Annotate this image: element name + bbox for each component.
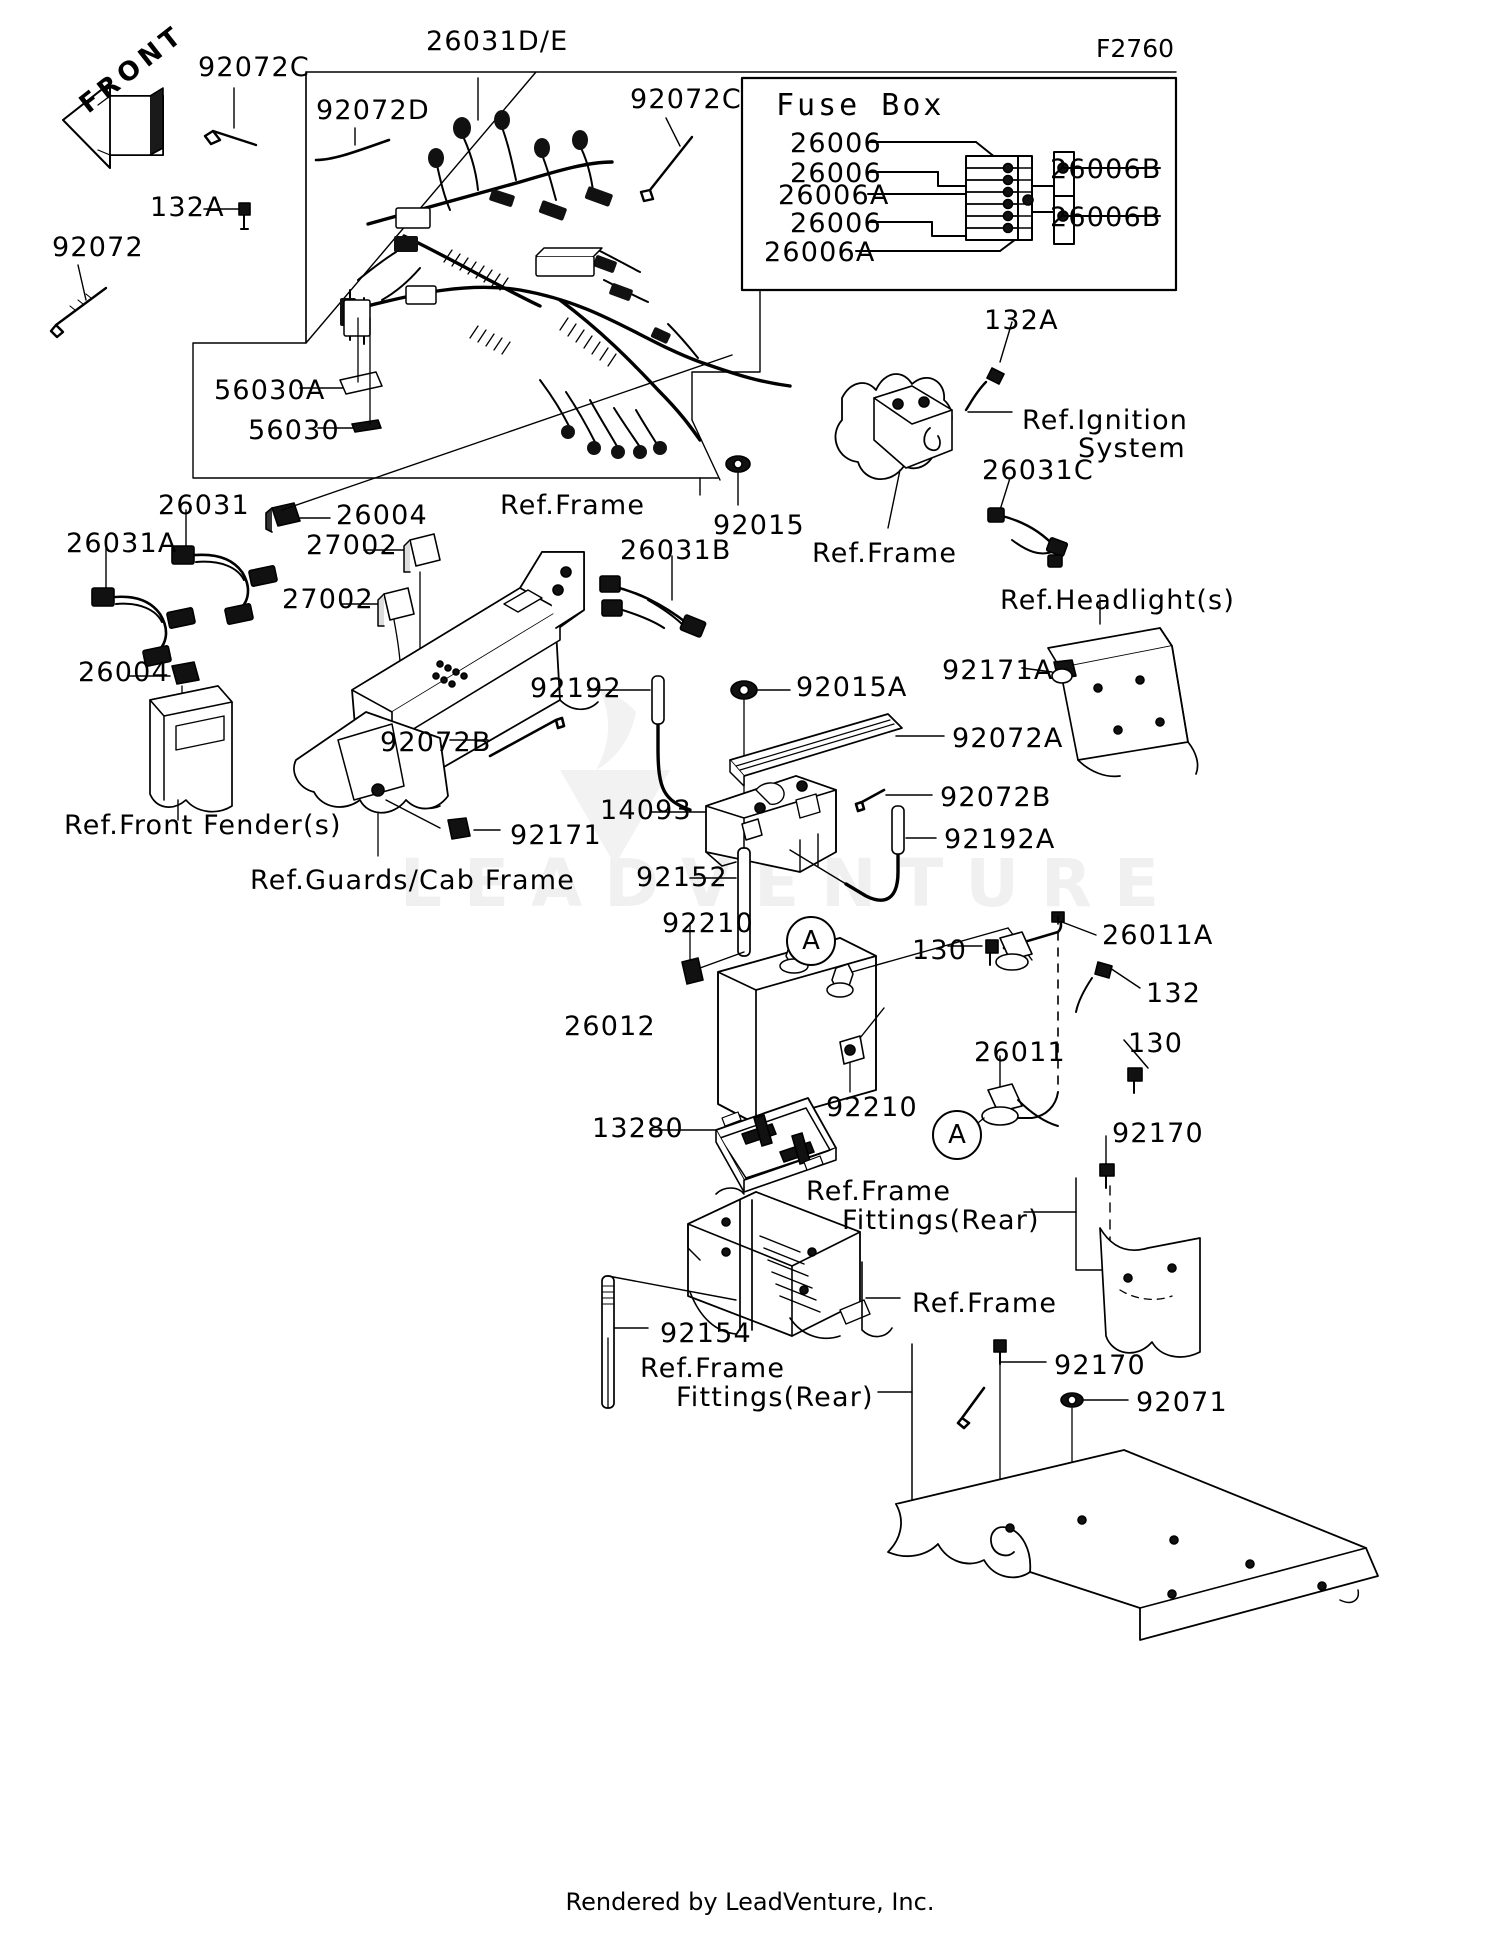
fuse-label-26006a-1: 26006A (778, 180, 890, 211)
part-label-56030a: 56030A (214, 375, 326, 406)
part-label-92072d: 92072D (316, 95, 430, 126)
part-label-92152: 92152 (636, 862, 728, 893)
part-label-92072c: 92072C (198, 52, 310, 83)
part-label-26004: 26004 (336, 500, 428, 531)
part-label-27002: 27002 (306, 530, 398, 561)
part-label-26031: 26031 (158, 490, 250, 521)
part-label-26031b: 26031B (620, 535, 732, 566)
part-label-26031c: 26031C (982, 455, 1094, 486)
part-label-ref-ignition: Ref.Ignition (1022, 405, 1189, 436)
part-label-92072: 92072 (52, 232, 144, 263)
part-label-26004: 26004 (78, 657, 170, 688)
part-label-fittings-rear: Fittings(Rear) (676, 1382, 874, 1413)
part-label-ref-frame: Ref.Frame (912, 1288, 1058, 1319)
part-label-ref-guards-cab-frame: Ref.Guards/Cab Frame (250, 865, 576, 896)
part-label-ref-frame: Ref.Frame (812, 538, 958, 569)
part-label-92072a: 92072A (952, 723, 1064, 754)
part-label-92192a: 92192A (944, 824, 1056, 855)
part-label-fittings-rear: Fittings(Rear) (842, 1205, 1040, 1236)
part-label-ref-headlight-s: Ref.Headlight(s) (1000, 585, 1236, 616)
front-arrow-label: FRONT (74, 19, 191, 120)
fuse-label-26006-2: 26006 (790, 158, 882, 189)
part-label-92171: 92171 (510, 820, 602, 851)
part-label-ref-frame: Ref.Frame (640, 1353, 786, 1384)
part-label-ref-frame: Ref.Frame (806, 1176, 952, 1207)
part-label-ref-front-fender-s: Ref.Front Fender(s) (64, 810, 342, 841)
fuse-box-title: Fuse Box (776, 88, 945, 123)
fuse-label-26006b-1: 26006B (1050, 154, 1162, 185)
part-label-14093: 14093 (600, 795, 692, 826)
part-label-92154: 92154 (660, 1318, 752, 1349)
part-label-92171a: 92171A (942, 655, 1054, 686)
part-label-13280: 13280 (592, 1113, 684, 1144)
fuse-label-26006-3: 26006 (790, 208, 882, 239)
diagram-code: F2760 (1096, 34, 1175, 63)
part-label-92072c: 92072C (630, 84, 742, 115)
part-label-92210: 92210 (662, 908, 754, 939)
part-label-92072b: 92072B (380, 727, 492, 758)
part-label-130: 130 (912, 935, 968, 966)
part-label-26011a: 26011A (1102, 920, 1214, 951)
fuse-label-26006a-2: 26006A (764, 237, 876, 268)
callout-a-battery: A (786, 916, 836, 966)
part-label-56030: 56030 (248, 415, 340, 446)
part-label-26012: 26012 (564, 1011, 656, 1042)
part-label-26031a: 26031A (66, 528, 178, 559)
part-label-26011: 26011 (974, 1037, 1066, 1068)
part-label-92015: 92015 (713, 510, 805, 541)
part-label-ref-frame: Ref.Frame (500, 490, 646, 521)
fuse-label-26006b-2: 26006B (1050, 202, 1162, 233)
fuse-label-26006-1: 26006 (790, 128, 882, 159)
part-label-132a: 132A (150, 192, 225, 223)
part-label-130: 130 (1128, 1028, 1184, 1059)
part-label-27002: 27002 (282, 584, 374, 615)
part-label-92072b: 92072B (940, 782, 1052, 813)
part-label-26031d-e: 26031D/E (426, 26, 569, 57)
part-label-92071: 92071 (1136, 1387, 1228, 1418)
callout-a-relay: A (932, 1110, 982, 1160)
part-label-92170: 92170 (1054, 1350, 1146, 1381)
footer-credit: Rendered by LeadVenture, Inc. (565, 1888, 935, 1916)
part-label-132: 132 (1146, 978, 1202, 1009)
part-label-92015a: 92015A (796, 672, 908, 703)
part-label-system: System (1078, 433, 1186, 464)
part-label-132a: 132A (984, 305, 1059, 336)
part-label-92210: 92210 (826, 1092, 918, 1123)
part-label-92192: 92192 (530, 673, 622, 704)
part-label-92170: 92170 (1112, 1118, 1204, 1149)
